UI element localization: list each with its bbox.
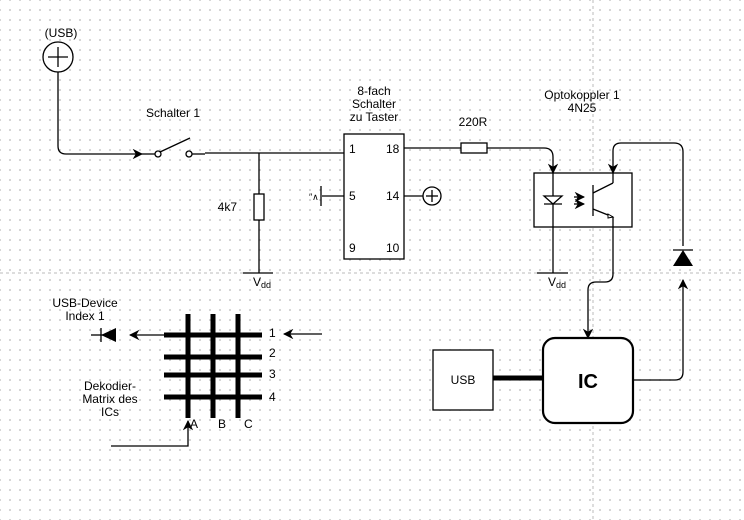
chip-8fach-schalter[interactable] xyxy=(343,133,405,260)
plus-circle-icon[interactable] xyxy=(42,41,74,73)
vdd2-label: Vdd xyxy=(548,275,566,290)
wire-ic-to-diode[interactable] xyxy=(634,278,689,381)
resistor-4k7[interactable] xyxy=(253,193,265,221)
usb-device-label-1: USB-Device xyxy=(52,296,118,310)
matrix-col-label-a: A xyxy=(190,417,198,431)
matrix-row-label-2: 2 xyxy=(269,346,276,360)
wire-emitter-to-ic[interactable] xyxy=(582,217,614,340)
matrix-col-label-b: B xyxy=(218,417,226,431)
diode-icon xyxy=(673,249,693,266)
matrix-col-label-c: C xyxy=(244,417,253,431)
wire-diode-to-collector[interactable] xyxy=(607,142,684,246)
ic-label: IC xyxy=(578,371,598,393)
optocoupler-label-2: 4N25 xyxy=(568,101,597,115)
chip-label-2: Schalter xyxy=(352,97,396,111)
usb-box-label: USB xyxy=(451,373,476,387)
ic-block[interactable] xyxy=(541,336,635,425)
resistor-220[interactable] xyxy=(460,142,488,154)
led-icon xyxy=(542,173,586,273)
matrix-row-label-3: 3 xyxy=(269,367,276,381)
switch-icon[interactable] xyxy=(142,137,205,158)
chip-pin-5: 5 xyxy=(349,189,356,203)
pin5-symbol-label: ″∧ xyxy=(309,192,319,202)
usb-source-label: (USB) xyxy=(45,26,78,40)
chip-pin-1: 1 xyxy=(349,142,356,156)
decoding-matrix xyxy=(164,314,262,418)
matrix-label-1: Dekodier- xyxy=(84,379,136,393)
chip-pin-18: 18 xyxy=(386,142,400,156)
wire-usb-to-switch[interactable] xyxy=(57,72,144,160)
wire-220-to-led[interactable] xyxy=(487,147,559,175)
resistor-4k7-label: 4k7 xyxy=(218,200,238,214)
matrix-label-2: Matrix des xyxy=(82,392,137,406)
chip-label-3: zu Taster xyxy=(350,110,398,124)
matrix-row-label-4: 4 xyxy=(269,390,276,404)
vdd1-label: Vdd xyxy=(253,275,271,290)
matrix-label-3: ICs xyxy=(101,405,119,419)
wire-input-col-a[interactable] xyxy=(111,419,194,447)
resistor-220-label: 220R xyxy=(459,115,488,129)
diode-icon xyxy=(91,328,116,342)
chip-pin-14: 14 xyxy=(386,189,400,203)
switch1-label: Schalter 1 xyxy=(146,106,200,120)
matrix-row-label-1: 1 xyxy=(269,326,276,340)
phototransistor-icon xyxy=(592,173,615,219)
usb-device-label-2: Index 1 xyxy=(65,309,105,323)
optocoupler-label-1: Optokoppler 1 xyxy=(544,88,620,102)
chip-pin-9: 9 xyxy=(349,241,356,255)
chip-label-1: 8-fach xyxy=(357,84,390,98)
plus-circle-icon[interactable] xyxy=(422,186,442,206)
chip-pin-10: 10 xyxy=(386,241,400,255)
